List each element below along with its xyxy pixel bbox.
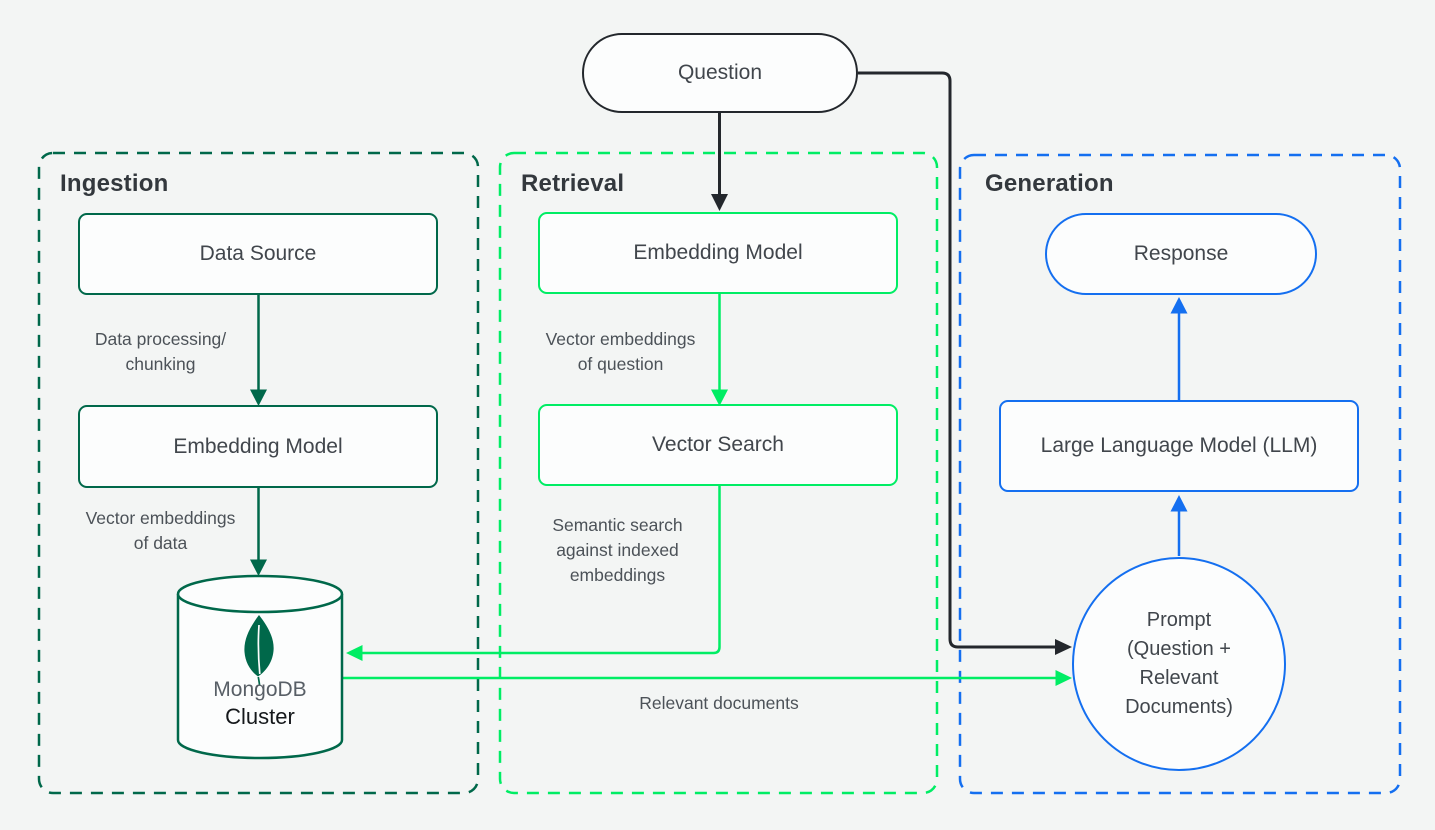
- cylinder-body: [176, 594, 344, 760]
- data-processing-line1: Data processing/: [94, 329, 227, 349]
- semantic-search-line2: against indexed: [556, 540, 679, 560]
- vector-embeddings-data-line1: Vector embeddings: [85, 508, 236, 528]
- retrieval-embedding-model-node: Embedding Model: [538, 212, 898, 294]
- arrow-vectorsearch-to-cluster: [362, 486, 721, 655]
- vector-embeddings-question-edge-label: Vector embeddings of question: [518, 327, 723, 377]
- arrowhead-prompt-to-llm: [1170, 495, 1188, 512]
- prompt-line2: (Question +: [1127, 638, 1231, 660]
- mongodb-cluster-line2: Cluster: [225, 704, 295, 729]
- retrieval-embedding-model-label: Embedding Model: [633, 241, 803, 264]
- mongodb-cluster-label: MongoDB Cluster: [178, 676, 342, 730]
- llm-label: Large Language Model (LLM): [1040, 434, 1318, 457]
- vector-search-node: Vector Search: [538, 404, 898, 486]
- ingestion-group-title: Ingestion: [60, 170, 169, 197]
- retrieval-arrows: [342, 293, 1056, 680]
- mongodb-cluster-line1: MongoDB: [213, 678, 307, 701]
- vector-embeddings-question-line1: Vector embeddings: [545, 329, 696, 349]
- llm-node: Large Language Model (LLM): [999, 400, 1359, 492]
- semantic-search-line3: embeddings: [569, 565, 666, 585]
- data-source-node: Data Source: [78, 213, 438, 295]
- generation-group-title: Generation: [985, 170, 1114, 197]
- arrowhead-question-to-prompt: [1055, 639, 1072, 655]
- retrieval-group-title: Retrieval: [521, 170, 625, 197]
- vector-embeddings-question-line2: of question: [577, 354, 664, 374]
- mongodb-cluster-cylinder: [176, 574, 344, 760]
- question-arrows: [718, 71, 1056, 649]
- retrieval-group-border: [498, 151, 939, 795]
- vector-embeddings-data-edge-label: Vector embeddings of data: [58, 506, 263, 556]
- arrowhead-cluster-to-prompt: [1055, 670, 1072, 686]
- relevant-documents-edge-label: Relevant documents: [594, 691, 844, 716]
- vector-embeddings-data-line2: of data: [133, 533, 188, 553]
- mongodb-leaf-stem-highlight: [257, 624, 261, 675]
- prompt-node: Prompt (Question + Relevant Documents): [1072, 557, 1286, 771]
- arrowhead-embedding-to-vectorsearch: [711, 389, 728, 406]
- response-node: Response: [1045, 213, 1317, 295]
- ingestion-group-border: [37, 151, 480, 795]
- arrow-question-to-prompt: [858, 71, 1056, 649]
- relevant-documents-line1: Relevant documents: [639, 693, 799, 713]
- question-label: Question: [677, 61, 763, 84]
- prompt-line1: Prompt: [1146, 609, 1212, 631]
- data-source-label: Data Source: [199, 242, 317, 265]
- ingestion-embedding-model-node: Embedding Model: [78, 405, 438, 488]
- semantic-search-edge-label: Semantic search against indexed embeddin…: [515, 513, 720, 588]
- semantic-search-line1: Semantic search: [552, 515, 683, 535]
- vector-search-label: Vector Search: [652, 433, 784, 456]
- ingestion-embedding-model-label: Embedding Model: [173, 434, 343, 458]
- arrowhead-embedding-to-cluster: [250, 559, 267, 576]
- data-processing-edge-label: Data processing/ chunking: [58, 327, 263, 377]
- arrowhead-datasource-to-embedding: [250, 389, 267, 406]
- response-label: Response: [1133, 242, 1229, 265]
- arrowhead-vectorsearch-to-cluster: [346, 645, 363, 661]
- generation-group-border: [958, 153, 1402, 795]
- prompt-line4: Documents): [1125, 696, 1233, 718]
- prompt-line3: Relevant: [1139, 667, 1219, 689]
- arrowhead-llm-to-response: [1170, 297, 1188, 314]
- arrowhead-question-to-embedding: [711, 194, 728, 211]
- question-node: Question: [582, 33, 858, 113]
- data-processing-line2: chunking: [125, 354, 196, 374]
- mongodb-leaf-tail: [257, 676, 261, 686]
- cylinder-top: [176, 574, 344, 614]
